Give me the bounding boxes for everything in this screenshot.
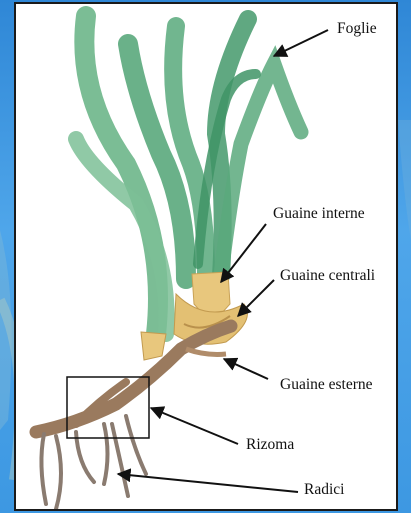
posidonia-plant-illustration [16, 4, 398, 511]
label-rizoma: Rizoma [246, 436, 294, 454]
arrow-guaine-centrali [238, 280, 274, 316]
arrow-radici [118, 474, 298, 492]
sheath-outer [141, 332, 166, 360]
rhizome-shape [36, 326, 231, 432]
arrow-rizoma [151, 408, 238, 444]
arrow-guaine-esterne [224, 359, 268, 379]
arrow-foglie [274, 30, 328, 56]
label-guaine-esterne: Guaine esterne [280, 376, 373, 394]
label-foglie: Foglie [337, 20, 377, 38]
label-guaine-centrali: Guaine centrali [280, 267, 375, 285]
label-radici: Radici [304, 481, 344, 499]
diagram-panel: Foglie Guaine interne Guaine centrali Gu… [14, 2, 398, 511]
label-guaine-interne: Guaine interne [273, 205, 365, 223]
